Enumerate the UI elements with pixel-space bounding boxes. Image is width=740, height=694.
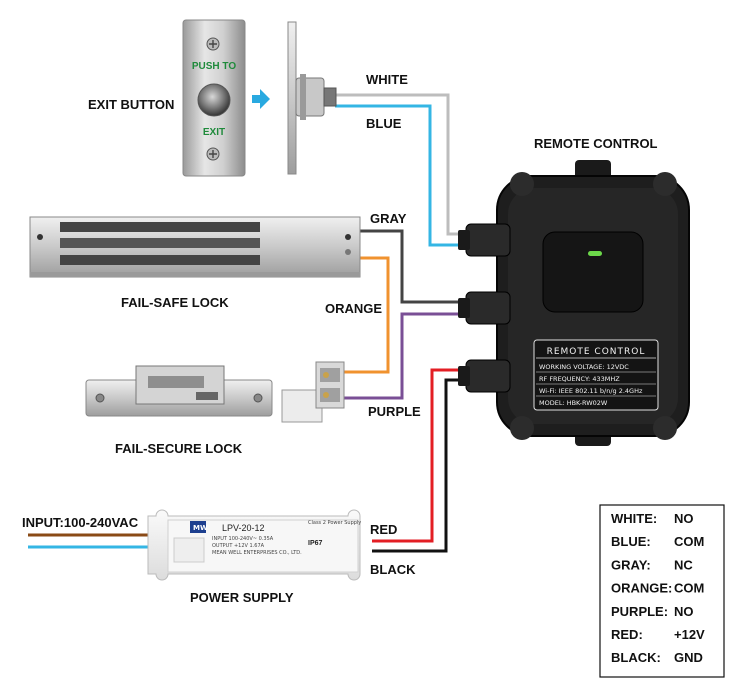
power-supply-image: MW LPV-20-12 Class 2 Power Supply IP67 I… [147,509,361,581]
legend-row: ORANGE:COM [611,581,704,596]
fail-secure-lock-image [85,365,273,417]
legend-wire-function: NO [674,511,694,526]
legend-wire-name: GRAY: [611,557,651,572]
brand-logo-icon [190,521,206,533]
legend-wire-function: NO [674,604,694,619]
black-wire-label: BLACK [370,562,416,577]
spec-label-plate: REMOTE CONTROL WORKING VOLTAGE: 12VDC RF… [533,339,659,411]
red-wire [372,368,466,543]
cable-gland-top [465,223,511,257]
psu-brand: MW [193,524,208,532]
legend-row: GRAY: NC [611,557,693,572]
psu-line-1: INPUT 100-240V~ 0.35A [212,536,274,542]
push-button [197,83,231,117]
wires [28,93,466,553]
legend-row: PURPLE: NO [611,604,694,619]
psu-model: LPV-20-12 [222,523,265,533]
plate-title: REMOTE CONTROL [547,347,646,357]
legend-rows: WHITE:NOBLUE:COMGRAY:NCORANGE:COMPURPLE:… [611,511,705,665]
orange-wire [338,256,390,374]
remote-control-box: REMOTE CONTROL WORKING VOLTAGE: 12VDC RF… [458,160,690,446]
status-led-icon [588,251,602,256]
legend-wire-function: GND [674,650,703,665]
legend-wire-name: WHITE: [611,511,657,526]
fail-secure-lock-label: FAIL-SECURE LOCK [115,441,243,456]
purple-wire-label: PURPLE [368,404,421,419]
legend-wire-function: +12V [674,627,705,642]
legend-wire-function: NC [674,557,693,572]
legend-wire-function: COM [674,581,704,596]
legend-wire-name: RED: [611,627,643,642]
exit-button-side-view [287,21,337,175]
spec-rf: RF FREQUENCY: 433MHZ [539,375,620,383]
input-voltage-label: INPUT:100-240VAC [22,515,139,530]
legend-row: WHITE: NO [611,511,694,526]
remote-control-title: REMOTE CONTROL [534,136,658,151]
cable-gland-middle [465,291,511,325]
arrow-right-icon [252,89,270,109]
legend-wire-name: BLACK: [611,650,661,665]
legend-wire-function: COM [674,534,704,549]
fail-safe-lock-image [29,216,361,278]
fail-safe-lock-label: FAIL-SAFE LOCK [121,295,229,310]
gray-wire [350,229,466,304]
legend-wire-name: ORANGE: [611,581,672,596]
white-wire-label: WHITE [366,72,408,87]
legend-row: RED: +12V [611,627,705,642]
plate-exit-text: EXIT [203,127,225,138]
plate-push-to-text: PUSH TO [192,61,236,72]
black-wire [372,378,466,553]
blue-wire [335,104,466,247]
legend-row: BLACK: GND [611,650,703,665]
spec-model: MODEL: HBK-RW02W [539,399,608,407]
legend-wire-name: PURPLE: [611,604,668,619]
power-supply-label: POWER SUPPLY [190,590,294,605]
psu-rating: IP67 [308,540,323,547]
legend-wire-name: BLUE: [611,534,651,549]
spec-wifi: Wi-Fi: IEEE 802.11 b/n/g 2.4GHz [539,387,643,395]
exit-button-plate: PUSH TO EXIT [182,19,246,177]
blue-wire-label: BLUE [366,116,402,131]
legend-row: BLUE: COM [611,534,704,549]
psu-line-3: MEAN WELL ENTERPRISES CO., LTD. [212,550,302,556]
cable-gland-bottom [465,359,511,393]
white-wire [335,93,466,236]
purple-wire [338,312,466,400]
orange-wire-label: ORANGE [325,301,382,316]
spec-voltage: WORKING VOLTAGE: 12VDC [539,363,629,371]
psu-class-text: Class 2 Power Supply [308,520,361,526]
gray-wire-label: GRAY [370,211,407,226]
psu-line-2: OUTPUT +12V 1.67A [212,543,265,549]
fail-secure-lock-side-view [281,361,345,423]
red-wire-label: RED [370,522,397,537]
wire-function-legend: WHITE:NOBLUE:COMGRAY:NCORANGE:COMPURPLE:… [599,504,725,678]
exit-button-label: EXIT BUTTON [88,97,174,112]
